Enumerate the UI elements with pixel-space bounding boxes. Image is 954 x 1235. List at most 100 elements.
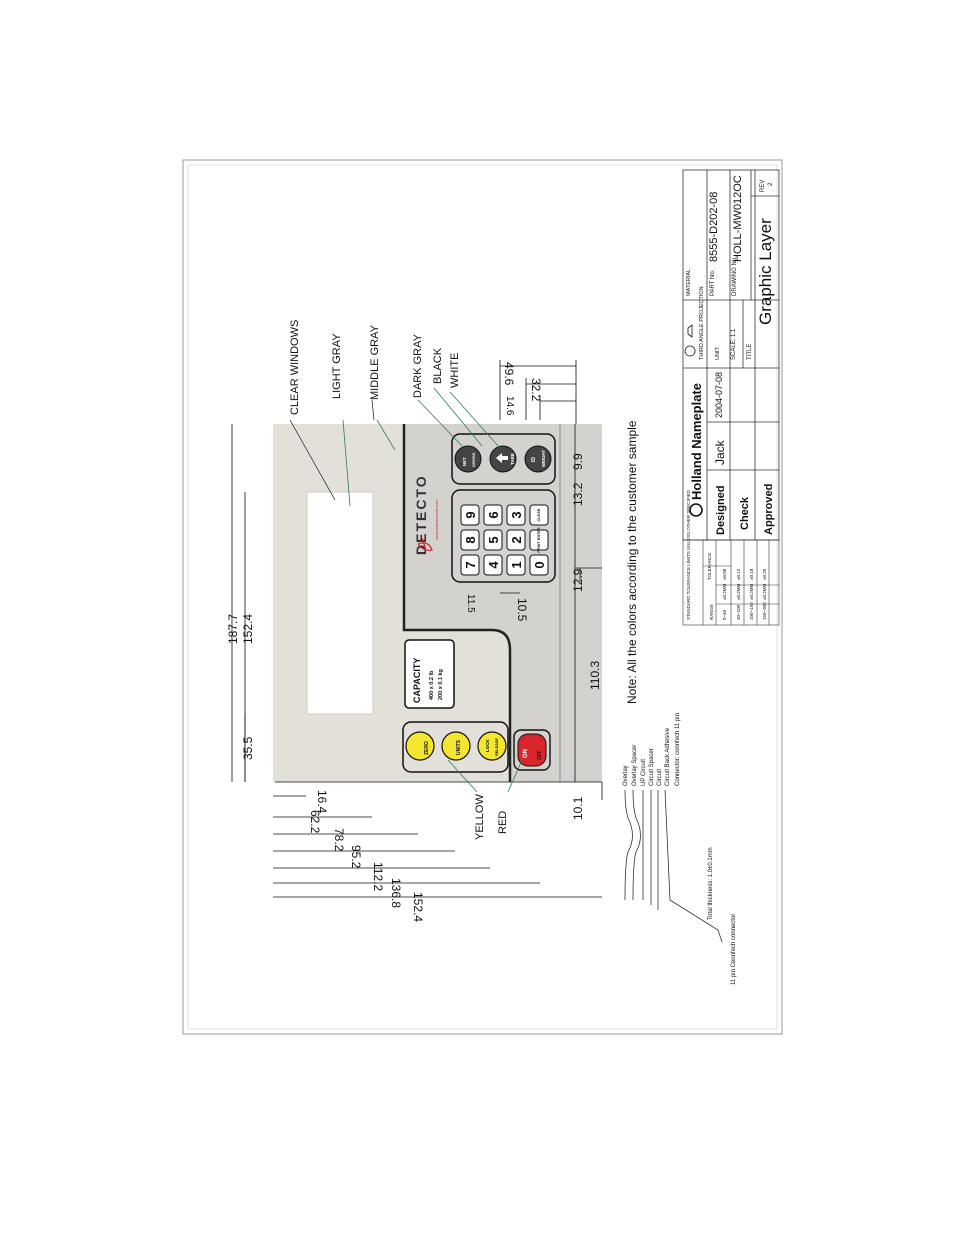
keypad-key-label: 7 [463, 561, 478, 568]
tare-button[interactable]: TARE [489, 445, 517, 473]
keypad-key-face [529, 554, 549, 576]
dim-78-2: 78.2 [332, 828, 346, 852]
keypad-key[interactable]: CLEAR [529, 504, 549, 526]
keypad-key[interactable]: 5 [483, 529, 503, 551]
tare-arrow-icon [496, 453, 508, 463]
keypad-key[interactable]: 9 [460, 504, 480, 526]
dim-12-9: 12.9 [571, 568, 585, 592]
rev-label: REV [760, 180, 766, 192]
scale-text: SCALE: 1:1 [731, 328, 737, 360]
company-logo-icon [689, 503, 703, 517]
dim-95-2: 95.2 [349, 845, 363, 869]
keypad-key[interactable]: 8 [460, 529, 480, 551]
dimensions [231, 360, 603, 898]
tolerance-col-range: RANGE [709, 604, 714, 620]
dark-gray-boundary [402, 424, 512, 782]
title-block-lines [682, 169, 780, 541]
layer-item-5: Circuit [657, 769, 663, 786]
clear-window [306, 491, 374, 715]
dim-14-6: 14.6 [504, 396, 515, 416]
keypad-key-label: 4 [486, 561, 501, 569]
net-gross-button[interactable]: NET GROSS [454, 445, 482, 473]
dim-136-8: 136.8 [389, 878, 403, 908]
keypad-key-label: 1 [509, 561, 524, 568]
dim-10-1: 10.1 [571, 796, 585, 820]
total-thickness: Total thickness: 1.0±0.1mm [708, 847, 714, 920]
callout-light-gray: LIGHT GRAY [331, 333, 343, 399]
keypad-key[interactable]: 2 [506, 529, 526, 551]
capacity-line-2: 200 x 0.1 kg [438, 669, 444, 700]
title-value: Graphic Layer [756, 218, 775, 325]
power-button-frame [513, 729, 551, 771]
keypad-key[interactable]: PRINT ENTER [529, 527, 549, 553]
keypad-key-label: 2 [509, 536, 524, 543]
tol-row1-b: ±0.08 [722, 568, 727, 580]
tol-row2-a: ±0.2MM [736, 584, 741, 600]
lock-button-label: LOCK [485, 739, 490, 752]
layer-stack: Overlay Overlay Spacer UP Circuit Circui… [623, 713, 737, 985]
keypad-key-label: 3 [509, 511, 524, 518]
keypad-key[interactable]: 0 [529, 554, 549, 576]
units-button[interactable]: UNITS [441, 731, 471, 761]
tol-row4-range: 150~300 [762, 602, 767, 620]
id-label: ID [531, 457, 537, 462]
capacity-box [404, 639, 455, 709]
designed-value: Jack [713, 439, 727, 465]
keypad-key-label: PRINT ENTER [537, 527, 541, 553]
on-off-button[interactable]: ON OFF [517, 733, 547, 767]
dim-32-2: 32.2 [529, 378, 543, 402]
title-block: Holland Nameplate Designed Jack 2004-07-… [684, 175, 775, 535]
color-note: Note: All the colors according to the cu… [625, 420, 639, 704]
designed-label: Designed [715, 485, 727, 535]
capacity-title: CAPACITY [412, 658, 422, 703]
callout-leaders-black [289, 399, 375, 501]
keypad-key-face [460, 504, 480, 526]
callout-leaders [342, 387, 523, 793]
keypad-key-label: 9 [463, 511, 478, 518]
callout-red: RED [497, 811, 509, 834]
tol-row4-b: ±0.25 [762, 568, 767, 580]
approved-label: Approved [763, 484, 775, 535]
tolerance-col-tolerance: TOLERANCE [707, 553, 712, 580]
nameplate: DETECTO www.detectoscale.com CAPACITY 40… [273, 424, 602, 782]
dim-187-7: 187.7 [226, 614, 240, 644]
keypad-key[interactable]: 3 [506, 504, 526, 526]
keypad-key[interactable]: 6 [483, 504, 503, 526]
layer-item-7: Connector: connfech 11 pin [675, 713, 681, 786]
keypad-key-face [483, 504, 503, 526]
keypad-key-label: 6 [486, 511, 501, 518]
lock-button[interactable]: LOCK RELEASE [477, 731, 507, 761]
function-button-strip [402, 721, 509, 773]
color-callouts: CLEAR WINDOWS LIGHT GRAY MIDDLE GRAY DAR… [289, 320, 523, 840]
keypad-key[interactable]: 7 [460, 554, 480, 576]
middle-gray-region [404, 424, 602, 782]
keypad-key-face [483, 529, 503, 551]
id-weight-button[interactable]: ID WEIGHT [524, 445, 552, 473]
gross-label: GROSS [471, 452, 476, 467]
dim-35-5: 35.5 [241, 736, 255, 760]
layer-item-4: Circuit Spacer [649, 748, 655, 786]
tol-row3-a: ±0.2MM [749, 584, 754, 600]
layer-item-1: Overlay [623, 765, 629, 786]
layer-item-2: Overlay Spacer [632, 745, 638, 786]
dim-13-2: 13.2 [571, 482, 585, 506]
tolerance-header: STANDARD TOLERANCE LIMITS UNLESS OTHER S… [686, 489, 691, 620]
zero-button[interactable]: ZERO [405, 731, 435, 761]
lock-button-sublabel: RELEASE [495, 738, 499, 756]
dim-9-9: 9.9 [571, 453, 585, 470]
drawing-value: HOLL-MW012OC [732, 175, 744, 262]
drawing-border-inner [187, 164, 778, 1030]
keypad-key-label: 5 [486, 536, 501, 543]
drawing-label: DRAWING No. [732, 256, 738, 296]
keypad-key[interactable]: 4 [483, 554, 503, 576]
brand-logo-icon [417, 537, 433, 552]
layer-item-6: Circuit Back Adhesive [665, 727, 671, 786]
keypad-key-face [506, 529, 526, 551]
keypad-key-face [483, 554, 503, 576]
layer-profile [624, 789, 659, 910]
keypad-key[interactable]: 1 [506, 554, 526, 576]
keypad-key-label: CLEAR [537, 508, 541, 521]
keypad-key-face [460, 529, 480, 551]
keypad-key-face [529, 504, 549, 526]
